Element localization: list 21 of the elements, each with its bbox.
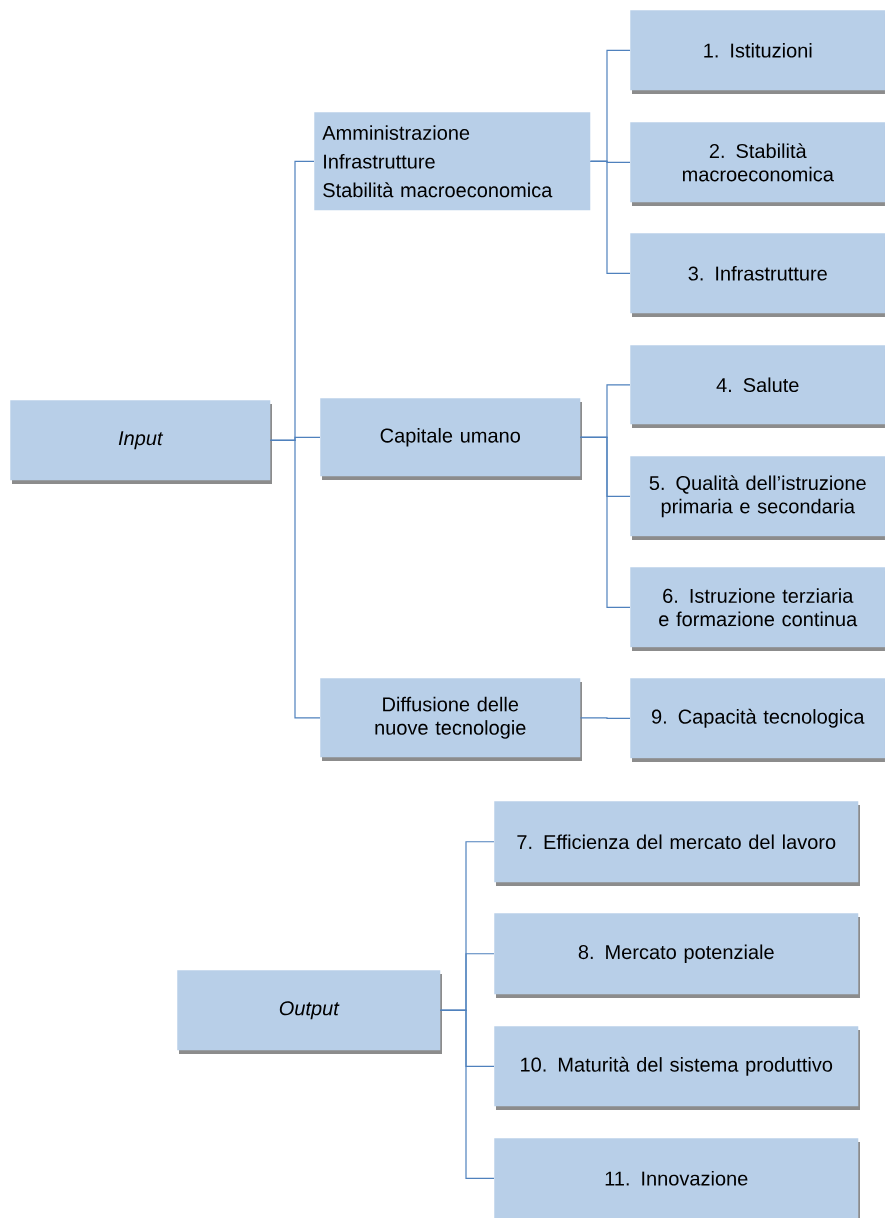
connector (579, 717, 631, 719)
connector (589, 160, 631, 274)
box: 4. Salute (630, 345, 885, 428)
box: Capitale umano (320, 398, 582, 480)
box: 11. Innovazione (494, 1138, 860, 1218)
box: 9. Capacità tecnologica (630, 678, 885, 762)
box: 2. Stabilità macroeconomica (630, 122, 885, 206)
box: 7. Efficienza del mercato del lavoro (494, 801, 860, 886)
box: 8. Mercato potenziale (494, 913, 860, 998)
box: Input (10, 400, 272, 484)
connector (439, 1009, 495, 1179)
box: 1. Istituzioni (630, 10, 885, 94)
connector (579, 436, 631, 608)
box: Amministrazione Infrastrutture Stabilità macroeconomica (314, 112, 591, 211)
box: Diffusione delle nuove tecnologie (320, 678, 582, 761)
connector (269, 439, 321, 719)
box: 6. Istruzione terziaria e formazione continua (630, 567, 885, 651)
box: 3. Infrastrutture (630, 233, 885, 317)
box: 5. Qualità dell’istruzione primaria e secondaria (630, 456, 885, 540)
box: Output (177, 970, 442, 1054)
box: 10. Maturità del sistema produttivo (494, 1026, 860, 1110)
